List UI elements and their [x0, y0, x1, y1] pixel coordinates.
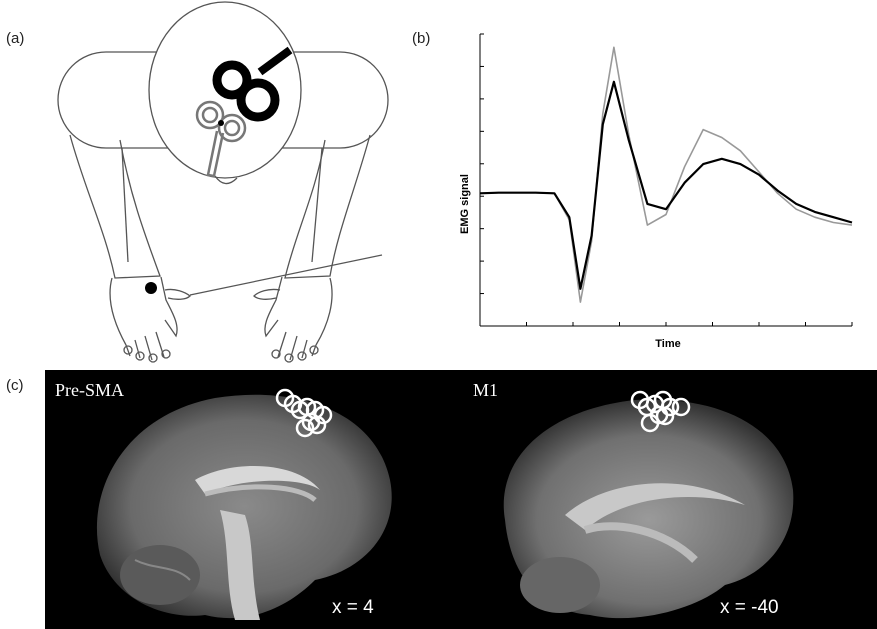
- right-hand: [264, 276, 333, 361]
- emg-chart: EMG signal Time: [459, 33, 853, 350]
- pre-sma-title: Pre-SMA: [55, 380, 124, 400]
- panel-c-label: (c): [6, 377, 24, 394]
- m1-sites: [630, 390, 691, 433]
- left-hand: [109, 276, 178, 361]
- brain-sagittal-left: [96, 394, 392, 620]
- electrode-cable: [189, 254, 383, 296]
- m1-coord: x = -40: [720, 597, 779, 618]
- emg-series-line-2: [479, 80, 853, 290]
- tms-setup-illustration: [57, 1, 389, 363]
- pre-sma-coord: x = 4: [332, 597, 374, 618]
- brain-sagittal-right: [503, 399, 794, 619]
- x-axis-label: Time: [655, 338, 680, 350]
- right-arm: [284, 134, 371, 279]
- electrode: [145, 282, 157, 294]
- mri-panel: Pre-SMA M1 x = 4 x = -40: [45, 370, 877, 629]
- small-tms-coil: [195, 100, 247, 178]
- y-axis-label: EMG signal: [459, 174, 471, 234]
- pre-sma-sites: [275, 388, 333, 438]
- panel-b-label: (b): [412, 30, 431, 47]
- left-arm: [69, 134, 161, 279]
- chart-series: [479, 46, 853, 303]
- m1-title: M1: [473, 380, 498, 400]
- panel-a-label: (a): [6, 30, 25, 47]
- large-tms-coil: [212, 60, 280, 122]
- chart-axes: [479, 33, 853, 327]
- emg-series-line-1: [479, 46, 853, 303]
